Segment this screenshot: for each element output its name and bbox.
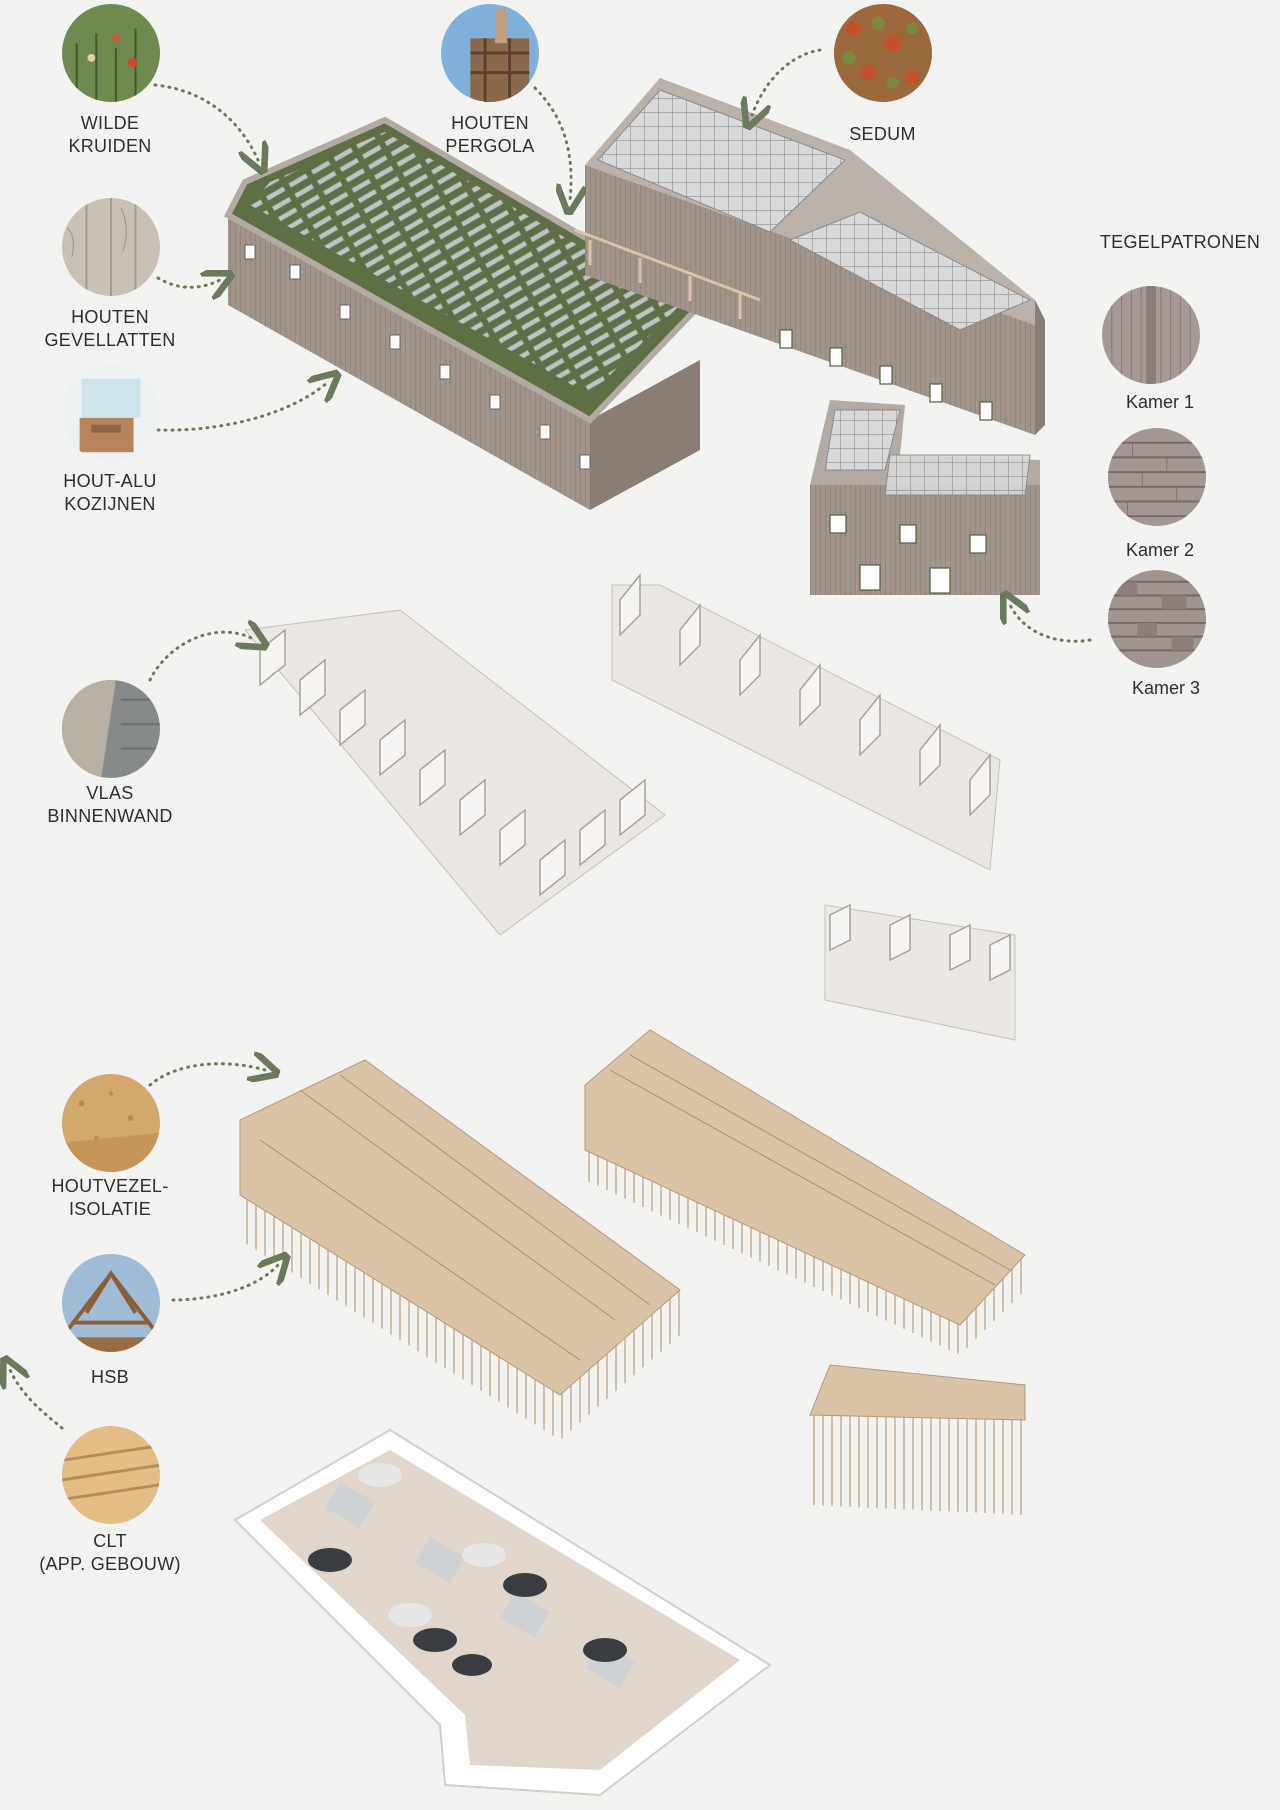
label-line: GEVELLATTEN (44, 330, 176, 350)
arrow-sedum (752, 48, 822, 115)
label-line: HOUTVEZEL- (51, 1176, 169, 1196)
label-line: ISOLATIE (68, 1199, 152, 1219)
window-frame-photo-icon (62, 364, 160, 462)
wood-slats-photo-icon (62, 198, 160, 296)
label-line: PERGOLA (445, 136, 535, 156)
label-hout-alu-kozijnen: HOUT-ALU KOZIJNEN (30, 470, 190, 516)
label-line: (APP. GEBOUW) (39, 1554, 181, 1574)
arrow-gevellatten (156, 278, 220, 287)
arrow-wilde-kruiden (153, 83, 258, 160)
label-line: HOUT-ALU (63, 471, 157, 491)
room-label-1: Kamer 1 (1125, 392, 1195, 412)
arrow-vlas (148, 632, 255, 682)
building-c-small-block (810, 400, 1040, 595)
woodfibre-insulation-photo-icon (62, 1074, 160, 1172)
arrow-hsb (171, 1265, 278, 1302)
brick-pattern-2-photo-icon (1108, 428, 1206, 526)
room-label-3: Kamer 3 (1131, 678, 1201, 698)
arrow-kamer3 (1010, 605, 1092, 643)
arrow-clt (10, 1370, 64, 1430)
arrow-pergola (533, 86, 571, 200)
timber-frame-c (809, 1364, 1026, 1515)
label-line: VLAS (86, 783, 134, 803)
brick-pattern-1-photo-icon (1102, 286, 1200, 384)
sedum-photo-icon (834, 4, 932, 102)
label-line: KRUIDEN (68, 136, 152, 156)
arrow-hout-alu (156, 382, 328, 432)
label-line: WILDE (80, 113, 140, 133)
label-wilde-kruiden: WILDE KRUIDEN (40, 112, 180, 158)
label-line: BINNENWAND (47, 806, 173, 826)
label-line: HOUTEN (71, 307, 149, 327)
pergola-photo-icon (441, 4, 539, 102)
label-vlas-binnenwand: VLAS BINNENWAND (40, 782, 180, 828)
label-sedum: SEDUM (820, 123, 945, 146)
underground-parking (233, 1428, 772, 1797)
clt-panel-photo-icon (62, 1426, 160, 1524)
room-label-2: Kamer 2 (1125, 540, 1195, 560)
label-line: CLT (93, 1531, 127, 1551)
label-hsb: HSB (60, 1366, 160, 1389)
tile-patterns-title: TEGELPATRONEN (1099, 232, 1261, 252)
label-line: HSB (91, 1367, 129, 1387)
building-b-solar-roof (574, 78, 1045, 435)
interior-walls-a (244, 609, 666, 936)
interior-walls-c (824, 903, 1016, 1041)
label-houtvezel-isolatie: HOUTVEZEL- ISOLATIE (30, 1175, 190, 1221)
timber-frame-a (239, 1059, 681, 1440)
label-houten-pergola: HOUTEN PERGOLA (420, 112, 560, 158)
building-a-green-roof (224, 116, 705, 510)
label-line: KOZIJNEN (64, 494, 156, 514)
label-line: SEDUM (849, 124, 916, 144)
arrow-houtvezel (148, 1064, 265, 1087)
label-houten-gevellatten: HOUTEN GEVELLATTEN (30, 306, 190, 352)
timber-frame-photo-icon (62, 1254, 160, 1352)
flax-wall-photo-icon (62, 680, 160, 778)
timber-frame-b (584, 1029, 1026, 1355)
label-clt: CLT (APP. GEBOUW) (20, 1530, 200, 1576)
label-line: HOUTEN (451, 113, 529, 133)
wildflowers-photo-icon (62, 4, 160, 102)
brick-pattern-3-photo-icon (1108, 570, 1206, 668)
interior-walls-b (611, 572, 1001, 871)
